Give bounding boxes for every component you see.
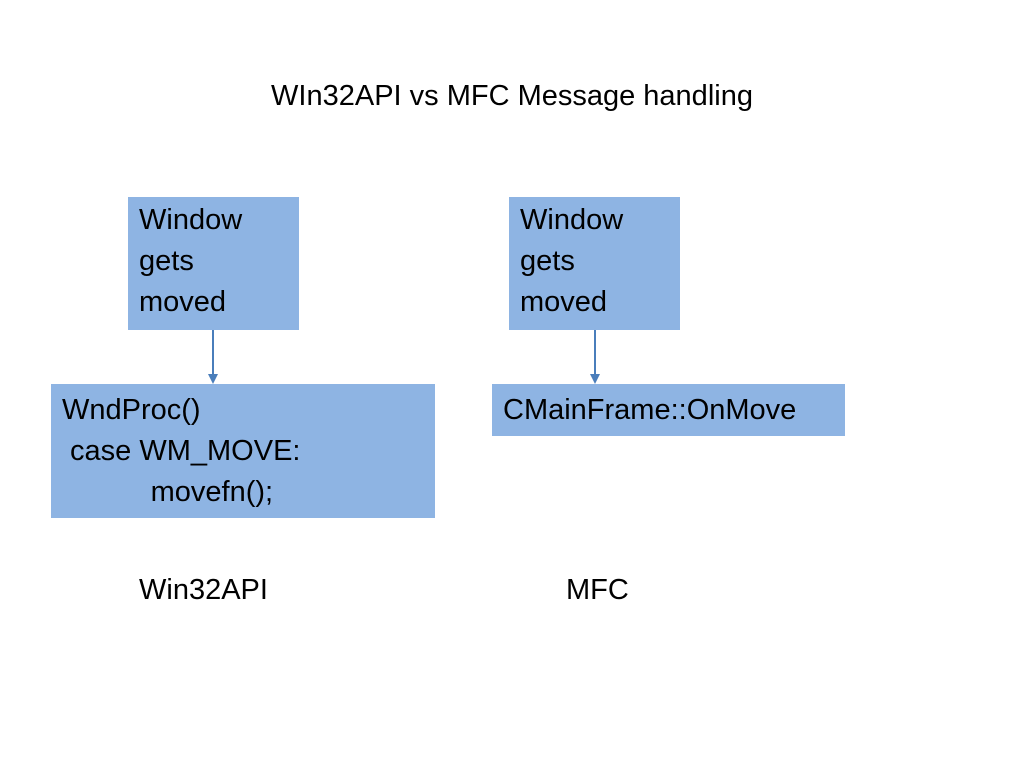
win32-event-line-2: gets	[139, 245, 194, 277]
win32-event-line-1: Window	[139, 204, 243, 236]
win32-handler-line-1: WndProc()	[62, 394, 201, 426]
win32-handler-line-3: movefn();	[62, 476, 274, 508]
slide-title: WIn32API vs MFC Message handling	[271, 80, 753, 112]
win32-handler-box: WndProc() case WM_MOVE: movefn();	[51, 384, 435, 518]
win32-event-line-3: moved	[139, 286, 227, 318]
win32-handler-line-2: case WM_MOVE:	[62, 435, 301, 467]
mfc-caption: MFC	[566, 574, 629, 606]
mfc-event-line-3: moved	[520, 286, 608, 318]
win32-caption: Win32API	[139, 574, 268, 606]
mfc-event-line-2: gets	[520, 245, 575, 277]
mfc-event-line-1: Window	[520, 204, 624, 236]
mfc-event-box: Window gets moved	[509, 197, 680, 330]
win32-event-box: Window gets moved	[128, 197, 299, 330]
mfc-handler-line-1: CMainFrame::OnMove	[503, 394, 797, 426]
mfc-handler-box: CMainFrame::OnMove	[492, 384, 845, 436]
